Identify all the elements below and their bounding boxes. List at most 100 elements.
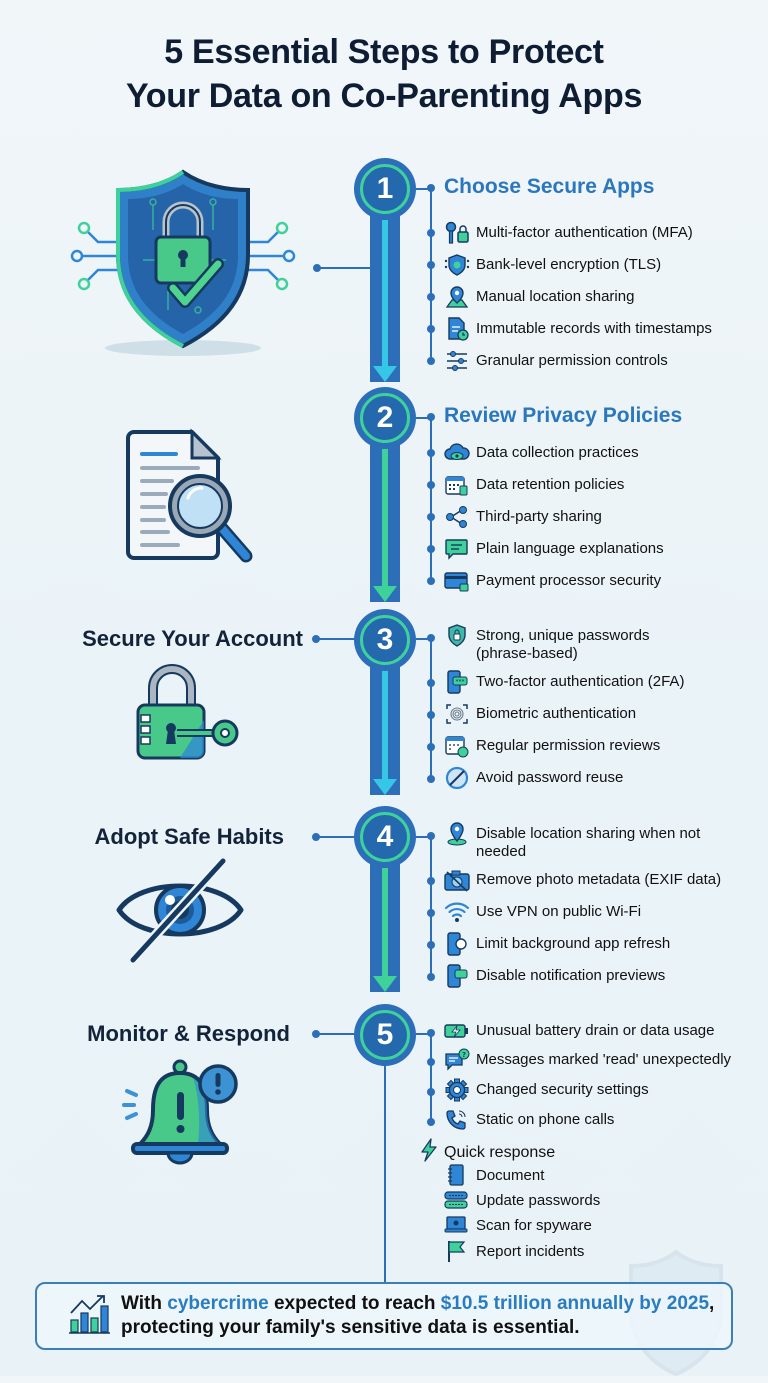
- connector-3: [430, 638, 432, 779]
- cloud-eye-icon: [444, 441, 470, 465]
- bullet-dot: [427, 293, 435, 301]
- list-item: Disable notification previews: [444, 964, 665, 988]
- phone-code-icon: ***: [444, 670, 470, 694]
- title-line-2: Your Data on Co-Parenting Apps: [125, 77, 643, 115]
- bullet-dot: [427, 743, 435, 751]
- password-fields-icon: [444, 1189, 468, 1211]
- timeline-bar-4: [370, 852, 400, 992]
- timeline-bar-3: [370, 655, 400, 795]
- timeline-bar-2: [370, 430, 400, 602]
- connector-1-h: [416, 188, 432, 190]
- bullet-dot: [427, 941, 435, 949]
- bullet-dot: [427, 832, 435, 840]
- step-3-badge: 3: [354, 609, 416, 671]
- step-1-badge: 1: [354, 158, 416, 220]
- connector-5: [430, 1033, 432, 1123]
- fingerprint-icon: [444, 702, 470, 726]
- quick-response-item: Report incidents: [444, 1240, 584, 1262]
- document-magnifier-icon: [120, 428, 260, 573]
- location-pin-icon: [444, 285, 470, 309]
- step-4-heading: Adopt Safe Habits: [94, 824, 284, 849]
- footer-callout: With cybercrime expected to reach $10.5 …: [35, 1282, 733, 1350]
- list-item: Regular permission reviews: [444, 734, 660, 758]
- connector-2: [430, 417, 432, 582]
- bullet-dot: [427, 481, 435, 489]
- bullet-dot: [427, 1058, 435, 1066]
- bullet-dot: [427, 634, 435, 642]
- bullet-dot: [427, 229, 435, 237]
- wifi-icon: [444, 900, 470, 924]
- bullet-dot: [427, 1118, 435, 1126]
- message-question-icon: ?: [444, 1048, 470, 1072]
- eye-slash-icon: [115, 857, 245, 968]
- list-item: Static on phone calls: [444, 1108, 614, 1132]
- bullet-dot: [427, 325, 435, 333]
- list-item: Strong, unique passwords (phrase-based): [444, 624, 706, 663]
- document-clock-icon: [444, 317, 470, 341]
- padlock-key-icon: [135, 660, 245, 770]
- list-item: Avoid password reuse: [444, 766, 623, 790]
- bullet-dot: [427, 449, 435, 457]
- phone-refresh-icon: [444, 932, 470, 956]
- shield-encryption-icon: [444, 253, 470, 277]
- quick-response-item: Scan for spyware: [444, 1214, 592, 1236]
- list-item: Changed security settings: [444, 1078, 649, 1102]
- bullet-dot: [427, 877, 435, 885]
- lightning-icon: [420, 1138, 438, 1167]
- chat-bubble-icon: [444, 537, 470, 561]
- quick-response-item: Document: [444, 1164, 544, 1186]
- left-connector-1: [317, 267, 372, 269]
- connector-4: [430, 836, 432, 977]
- list-item: Use VPN on public Wi-Fi: [444, 900, 641, 924]
- connector-1: [430, 188, 432, 361]
- bullet-dot: [427, 679, 435, 687]
- bullet-dot: [427, 577, 435, 585]
- title-line-1: 5 Essential Steps to Protect: [164, 33, 604, 71]
- list-item: Plain language explanations: [444, 537, 664, 561]
- battery-bolt-icon: [444, 1019, 470, 1043]
- shield-lock-icon: [444, 624, 470, 648]
- quick-response-item: Update passwords: [444, 1189, 600, 1211]
- list-item: Data collection practices: [444, 441, 639, 465]
- list-item: Unusual battery drain or data usage: [444, 1019, 714, 1043]
- list-item: Payment processor security: [444, 569, 661, 593]
- bell-alert-icon: [118, 1058, 243, 1178]
- bullet-dot: [427, 1029, 435, 1037]
- list-item: Remove photo metadata (EXIF data): [444, 868, 721, 892]
- left-connector-3: [316, 638, 356, 640]
- step-5-badge: 5: [354, 1004, 416, 1066]
- bullet-dot: [427, 1088, 435, 1096]
- no-password-icon: [444, 766, 470, 790]
- step-2-heading: Review Privacy Policies: [444, 404, 683, 427]
- key-lock-icon: [444, 221, 470, 245]
- step-4-badge: 4: [354, 806, 416, 868]
- step-2-badge: 2: [354, 387, 416, 449]
- calendar-check-icon: [444, 734, 470, 758]
- location-pin-icon: [444, 822, 470, 846]
- camera-slash-icon: [444, 868, 470, 892]
- flag-icon: [444, 1240, 468, 1262]
- laptop-bug-icon: [444, 1214, 468, 1236]
- list-item: Data retention policies: [444, 473, 624, 497]
- gear-icon: [444, 1078, 470, 1102]
- step-3-heading: Secure Your Account: [82, 626, 303, 651]
- share-icon: [444, 505, 470, 529]
- timeline-bar-1: [370, 200, 400, 382]
- list-item: Disable location sharing when not needed: [444, 822, 706, 861]
- bullet-dot: [427, 909, 435, 917]
- bullet-dot: [427, 545, 435, 553]
- connector-2-h: [416, 417, 432, 419]
- list-item: Immutable records with timestamps: [444, 317, 712, 341]
- step-5-heading: Monitor & Respond: [87, 1021, 290, 1046]
- left-connector-4: [316, 836, 356, 838]
- quick-response-heading: Quick response: [420, 1138, 555, 1167]
- step-1-heading: Choose Secure Apps: [444, 175, 655, 198]
- calendar-trash-icon: [444, 473, 470, 497]
- notebook-icon: [444, 1164, 468, 1186]
- bullet-dot: [427, 261, 435, 269]
- bullet-dot: [427, 184, 435, 192]
- list-item: Bank-level encryption (TLS): [444, 253, 661, 277]
- phone-call-icon: [444, 1108, 470, 1132]
- list-item: ? Messages marked 'read' unexpectedly: [444, 1048, 731, 1072]
- bullet-dot: [427, 775, 435, 783]
